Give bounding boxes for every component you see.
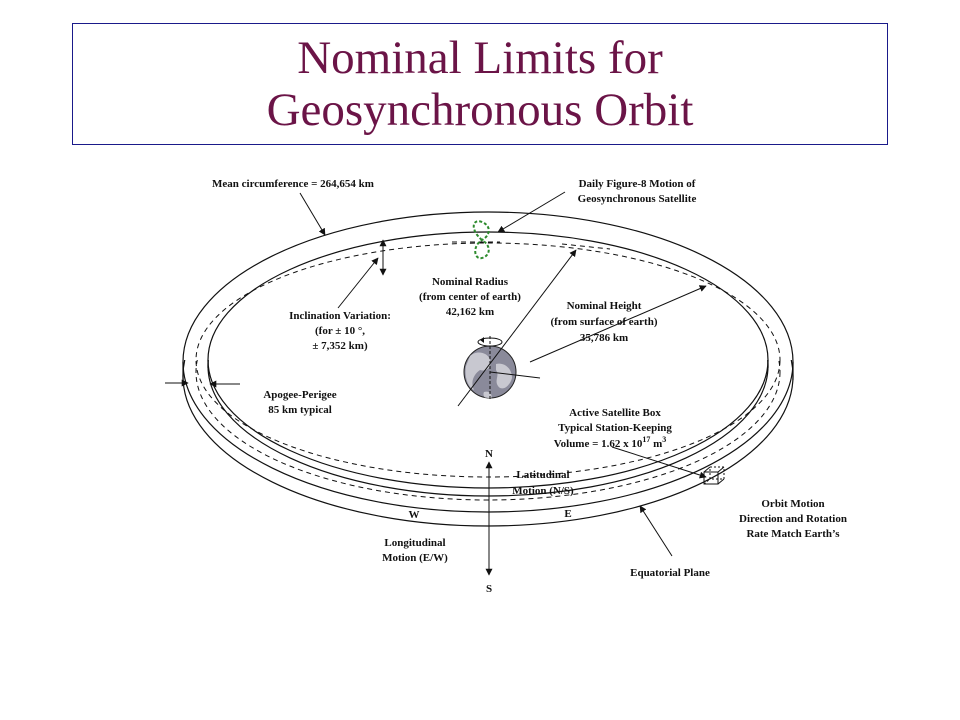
longitudinal-label-2: Motion (E/W) bbox=[382, 552, 448, 564]
figure8-label-1: Daily Figure-8 Motion of bbox=[579, 178, 696, 190]
satellite-box-label-2: Typical Station-Keeping bbox=[558, 422, 672, 434]
satellite-box-label-3: Volume = 1.62 x 1017 m3 bbox=[554, 435, 667, 450]
apogee-label-2: 85 km typical bbox=[268, 404, 332, 416]
orbit-motion-label-2: Direction and Rotation bbox=[739, 513, 847, 525]
inclination-label-3: ± 7,352 km) bbox=[312, 340, 368, 352]
satellite-box-icon bbox=[703, 466, 725, 485]
orbit-motion-label-1: Orbit Motion bbox=[761, 498, 824, 510]
satellite-box-label-1: Active Satellite Box bbox=[569, 407, 661, 419]
latitudinal-label-2: Motion (N/S) bbox=[512, 485, 574, 497]
title-line-2: Geosynchronous Orbit bbox=[266, 84, 694, 136]
longitudinal-label-1: Longitudinal bbox=[384, 537, 445, 549]
compass-west: W bbox=[409, 509, 420, 521]
title-box: Nominal Limits for Geosynchronous Orbit bbox=[72, 23, 888, 145]
radius-label-2: (from center of earth) bbox=[419, 291, 521, 303]
radius-label-1: Nominal Radius bbox=[432, 276, 509, 288]
latitudinal-label-1: Latitudinal bbox=[516, 469, 569, 481]
ring-thickness-dashed bbox=[195, 360, 781, 501]
title-line-1: Nominal Limits for bbox=[297, 32, 663, 84]
orbit-motion-label-3: Rate Match Earth’s bbox=[746, 528, 840, 540]
figure8-path bbox=[472, 220, 490, 260]
mean-circumference-label: Mean circumference = 264,654 km bbox=[212, 178, 374, 190]
height-label-1: Nominal Height bbox=[567, 300, 642, 312]
compass-east: E bbox=[564, 508, 571, 520]
figure8-label-2: Geosynchronous Satellite bbox=[578, 193, 697, 205]
compass-south: S bbox=[486, 583, 492, 595]
equatorial-plane-label: Equatorial Plane bbox=[630, 567, 710, 579]
earth-globe bbox=[463, 336, 541, 400]
radius-label-3: 42,162 km bbox=[446, 306, 494, 318]
apogee-label-1: Apogee-Perigee bbox=[263, 389, 336, 401]
height-label-3: 35,786 km bbox=[580, 332, 628, 344]
inclination-label-2: (for ± 10 °, bbox=[315, 325, 365, 337]
height-label-2: (from surface of earth) bbox=[550, 316, 657, 328]
compass-north: N bbox=[485, 448, 493, 460]
inclination-label-1: Inclination Variation: bbox=[289, 310, 391, 322]
nominal-orbit-dashed bbox=[195, 242, 781, 478]
